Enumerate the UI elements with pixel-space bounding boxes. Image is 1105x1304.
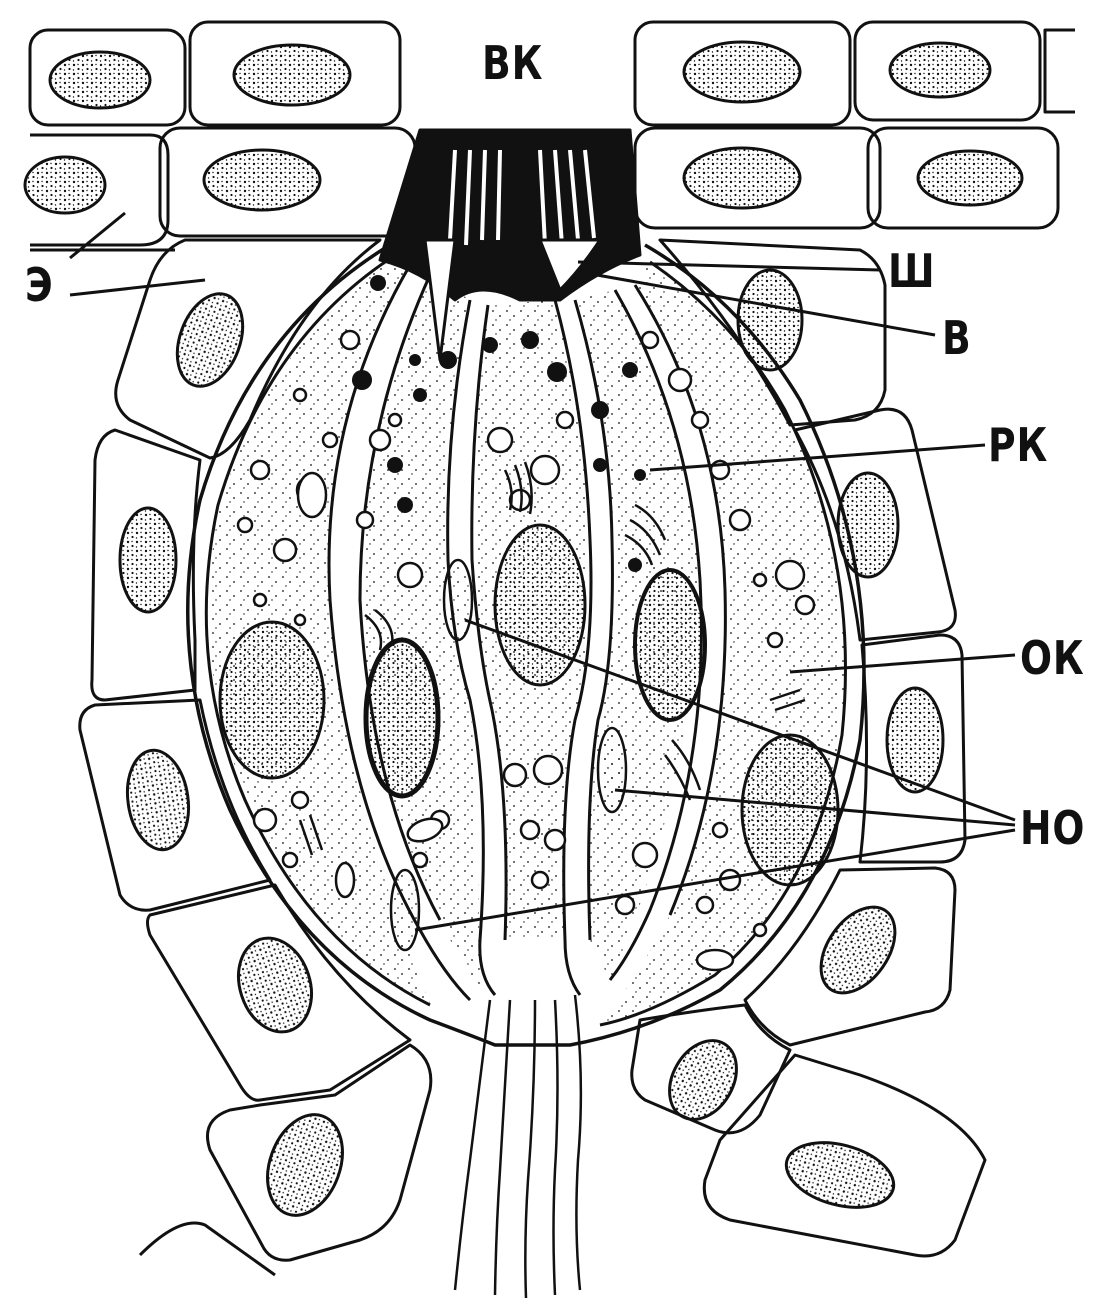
label-v: В xyxy=(942,315,972,361)
label-sh: Ш xyxy=(888,248,935,294)
label-e: Э xyxy=(25,262,54,308)
label-no: НО xyxy=(1020,805,1085,851)
label-ok: ОК xyxy=(1020,635,1085,681)
label-rk: РК xyxy=(988,422,1048,468)
nerve-fibers xyxy=(455,995,581,1298)
label-vk: ВК xyxy=(482,40,543,86)
